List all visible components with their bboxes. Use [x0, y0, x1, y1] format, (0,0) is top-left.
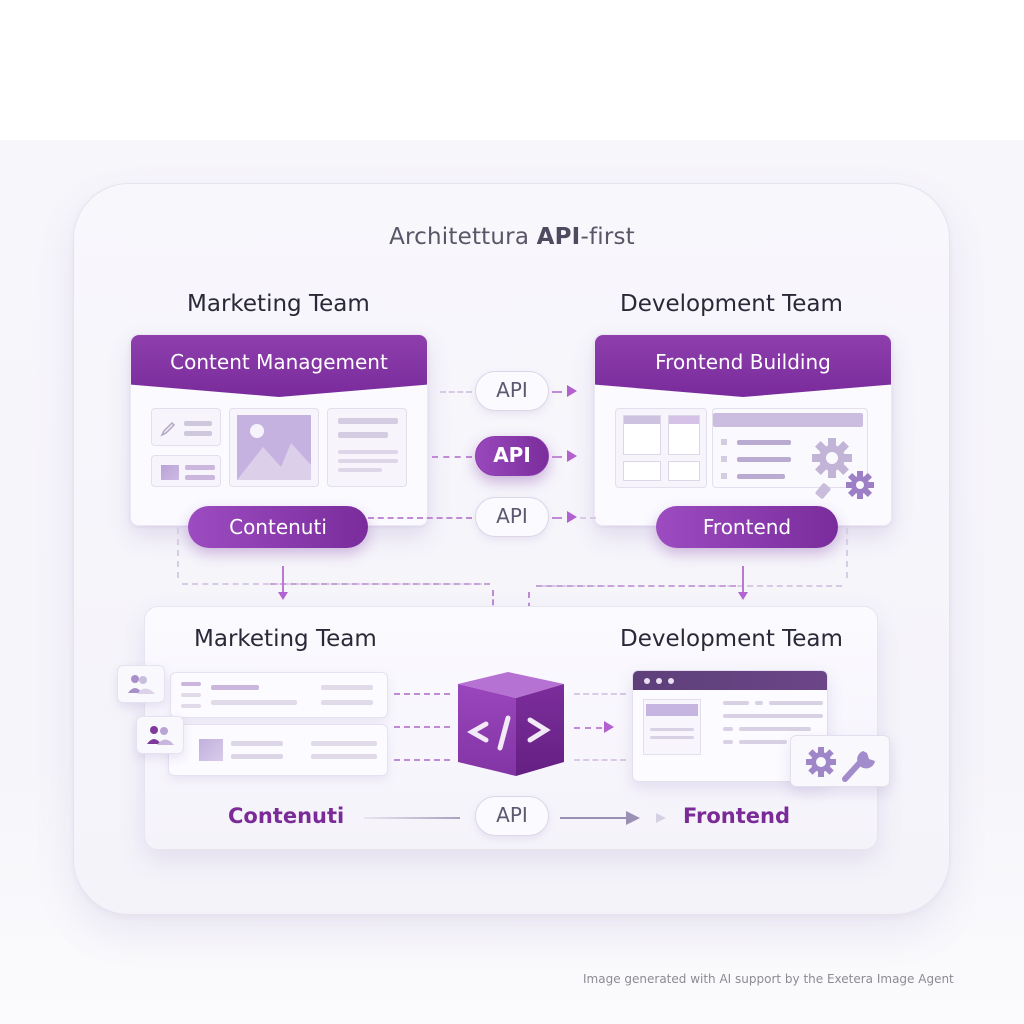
- connector-line: [574, 693, 626, 695]
- wrench-icon: [842, 751, 875, 782]
- bottom-development-label: Development Team: [620, 626, 843, 652]
- tools-tile: [790, 735, 890, 787]
- grid-layout-card: [615, 408, 707, 488]
- marketing-team-label: Marketing Team: [187, 291, 370, 317]
- connector-line: [574, 727, 602, 729]
- team-avatar-tile-2: [136, 716, 184, 754]
- connector-line: [574, 759, 626, 761]
- content-list-card-1: [170, 672, 388, 718]
- connector-line: [742, 566, 744, 592]
- bottom-marketing-label: Marketing Team: [194, 626, 377, 652]
- thumbnail-card: [151, 455, 221, 487]
- connector-line: [394, 759, 450, 761]
- page-title: Architettura API-first: [389, 224, 635, 250]
- arrow-right-icon: [567, 511, 577, 523]
- top-whitespace: [0, 0, 1024, 140]
- flow-line: [560, 817, 628, 819]
- image-card: [229, 408, 319, 487]
- arrow-down-icon: [738, 592, 748, 600]
- connector-line: [440, 391, 472, 393]
- panel-header: Frontend Building: [595, 335, 891, 397]
- flow-line: [364, 817, 460, 819]
- content-list-card-2: [168, 724, 388, 776]
- api-pill-1: API: [475, 371, 549, 411]
- team-avatar-tile-1: [117, 665, 165, 703]
- connector-line: [177, 528, 179, 578]
- gear-icon: [806, 747, 836, 777]
- connector-line: [368, 517, 472, 519]
- image-icon: [237, 415, 311, 480]
- api-pill-2: API: [475, 436, 549, 476]
- flow-target-label: Frontend: [683, 804, 790, 828]
- connector-line: [846, 528, 848, 578]
- arrow-right-icon: [604, 721, 614, 733]
- frontend-pill: Frontend: [656, 506, 838, 548]
- api-pill-3: API: [475, 497, 549, 537]
- edit-card: [151, 408, 221, 446]
- pencil-icon: [160, 421, 176, 437]
- flow-source-label: Contenuti: [228, 804, 345, 828]
- connector-line: [552, 517, 562, 519]
- arrow-down-icon: [278, 592, 288, 600]
- development-team-label: Development Team: [620, 291, 843, 317]
- panel-header: Content Management: [131, 335, 427, 397]
- footer-credit: Image generated with AI support by the E…: [583, 972, 954, 986]
- arrow-right-icon: [656, 813, 666, 823]
- arrow-right-icon: [567, 385, 577, 397]
- team-users-icon: [147, 726, 174, 745]
- team-users-icon: [128, 675, 155, 694]
- list-card: [712, 408, 868, 488]
- connector-line: [580, 517, 596, 519]
- connector-line: [394, 726, 450, 728]
- contenuti-pill: Contenuti: [188, 506, 368, 548]
- browser-sidebar: [643, 699, 701, 755]
- connector-line: [282, 566, 284, 592]
- thumbnail-icon: [161, 465, 179, 480]
- connector-line: [552, 456, 562, 458]
- gear-icon: [812, 438, 852, 478]
- arrow-right-icon: [567, 450, 577, 462]
- text-card: [327, 408, 407, 487]
- arrow-right-icon: [626, 811, 640, 825]
- thumbnail-icon: [199, 739, 223, 761]
- connector-line: [552, 391, 562, 393]
- connector-line: [270, 583, 490, 585]
- code-cube-icon: [458, 672, 564, 776]
- connector-line: [394, 693, 450, 695]
- connector-line: [432, 456, 472, 458]
- browser-title-bar: [633, 671, 827, 690]
- flow-api-pill: API: [475, 796, 549, 836]
- small-gear-icon: [846, 471, 874, 499]
- connector-line: [536, 585, 736, 587]
